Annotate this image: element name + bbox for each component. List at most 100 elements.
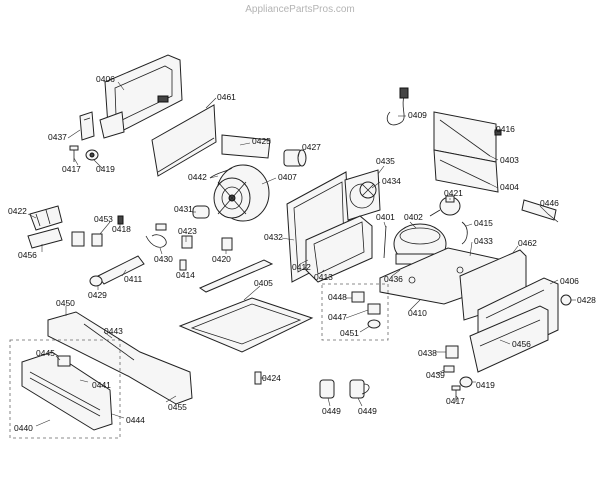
callout-0438: 0438 <box>418 348 437 358</box>
part-0425-duct <box>221 134 271 159</box>
callout-0403: 0403 <box>500 155 519 165</box>
callout-0451: 0451 <box>340 328 359 338</box>
part-0449b-capacitor <box>349 379 370 399</box>
callout-0415: 0415 <box>474 218 493 228</box>
part-0446-bracket <box>521 199 559 223</box>
callout-0446: 0446 <box>540 198 559 208</box>
callout-0428: 0428 <box>577 295 596 305</box>
callout-0445: 0445 <box>36 348 55 358</box>
part-0405-strip <box>198 259 274 293</box>
callout-0423: 0423 <box>178 226 197 236</box>
callout-0407: 0407 <box>278 172 297 182</box>
callout-0425: 0425 <box>252 136 271 146</box>
callout-0402: 0402 <box>404 212 423 222</box>
callout-0413: 0413 <box>314 272 333 282</box>
part-0445-block <box>57 355 71 367</box>
part-0413-evaporator <box>305 215 373 283</box>
callout-0450: 0450 <box>56 298 75 308</box>
callout-0434: 0434 <box>382 176 401 186</box>
callout-0449: 0449 <box>322 406 341 416</box>
callout-0417: 0417 <box>62 164 81 174</box>
callout-0443: 0443 <box>104 326 123 336</box>
callout-0442: 0442 <box>188 172 207 182</box>
callout-0429: 0429 <box>88 290 107 300</box>
part-0423-sensor <box>181 235 193 249</box>
part-0419b-knob <box>459 376 473 388</box>
callout-0430: 0430 <box>154 254 173 264</box>
leader-lines <box>27 81 576 427</box>
callout-0404: 0404 <box>500 182 519 192</box>
callout-0411: 0411 <box>124 274 143 284</box>
part-0421-valve <box>429 195 461 217</box>
callout-0427: 0427 <box>302 142 321 152</box>
part-0442-wire <box>209 167 233 179</box>
part-0416-clip <box>494 129 502 136</box>
part-0418-clip <box>117 215 124 225</box>
callout-0453: 0453 <box>94 214 113 224</box>
callout-0406: 0406 <box>96 74 115 84</box>
callout-0419-right: 0419 <box>476 380 495 390</box>
callout-0418: 0418 <box>112 224 131 234</box>
callout-0422: 0422 <box>8 206 27 216</box>
part-0461-cover <box>151 104 217 177</box>
callout-0444: 0444 <box>126 415 145 425</box>
part-0406-panel <box>99 54 183 139</box>
part-0430-harness <box>145 223 167 248</box>
callout-0409: 0409 <box>408 110 427 120</box>
callout-0414: 0414 <box>176 270 195 280</box>
callout-0419: 0419 <box>96 164 115 174</box>
part-0428-knob <box>560 294 572 306</box>
callout-0456-right: 0456 <box>512 339 531 349</box>
callout-labels: 0406 0461 0437 0417 0419 0425 0427 0442 … <box>8 74 596 433</box>
part-0453-switch <box>71 231 103 247</box>
callout-0416: 0416 <box>496 124 515 134</box>
callout-0412: 0412 <box>292 262 311 272</box>
callout-0432: 0432 <box>264 232 283 242</box>
callout-0421: 0421 <box>444 188 463 198</box>
callout-0406-right: 0406 <box>560 276 579 286</box>
part-0409-power-cord <box>386 87 409 126</box>
part-0434-fan <box>359 181 377 199</box>
part-0427-cylinder <box>283 149 307 167</box>
part-0449a-capacitor <box>319 379 335 399</box>
callout-0420: 0420 <box>212 254 231 264</box>
callout-0410: 0410 <box>408 308 427 318</box>
watermark: AppliancePartsPros.com <box>245 4 355 15</box>
part-0407-fan-motor <box>213 164 270 222</box>
part-group-0447-box <box>321 283 389 341</box>
part-0439-plate <box>443 365 455 373</box>
callout-0462: 0462 <box>518 238 537 248</box>
callout-0435: 0435 <box>376 156 395 166</box>
callout-0405: 0405 <box>254 278 273 288</box>
callout-0455: 0455 <box>168 402 187 412</box>
part-0422-heater <box>29 205 63 231</box>
callout-0449-second: 0449 <box>358 406 377 416</box>
part-0405-drip-tray <box>178 297 314 353</box>
part-0424-pin <box>254 371 262 385</box>
part-0415-tube <box>461 221 468 245</box>
callout-0401: 0401 <box>376 212 395 222</box>
callout-0436: 0436 <box>384 274 403 284</box>
callout-0447: 0447 <box>328 312 347 322</box>
part-0437-bracket <box>79 111 95 141</box>
part-0417-screw <box>69 145 79 162</box>
callout-0417-right: 0417 <box>446 396 465 406</box>
part-group-0440-outline <box>9 339 121 439</box>
callout-0424: 0424 <box>262 373 281 383</box>
part-0414-pin <box>179 259 187 271</box>
callout-0456: 0456 <box>18 250 37 260</box>
callout-0448: 0448 <box>328 292 347 302</box>
callout-0441: 0441 <box>92 380 111 390</box>
part-0456b-grille <box>469 305 549 373</box>
part-0441-grille <box>21 351 113 431</box>
callout-0439: 0439 <box>426 370 445 380</box>
callout-0431: 0431 <box>174 204 193 214</box>
callout-0440: 0440 <box>14 423 33 433</box>
part-0401-rod <box>383 225 387 259</box>
callout-0433: 0433 <box>474 236 493 246</box>
part-0456a-plate <box>27 227 63 249</box>
part-0429-cap <box>89 275 103 287</box>
part-0420-sensor <box>221 237 233 251</box>
